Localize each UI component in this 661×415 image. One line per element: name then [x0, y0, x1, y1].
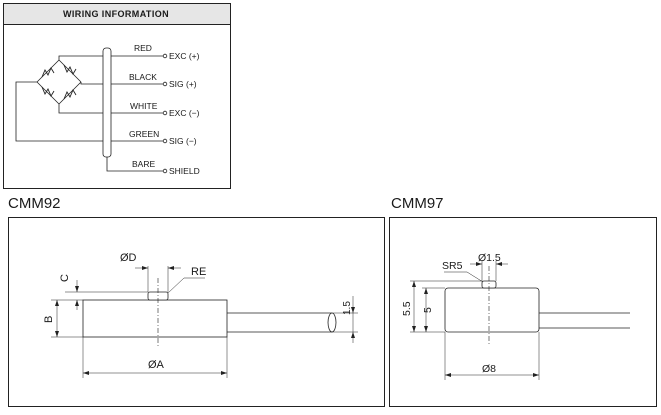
wiring-information-panel: WIRING INFORMATION [3, 3, 231, 189]
diameter-a-label: ØA [148, 359, 165, 371]
terminal-green [162, 138, 168, 144]
cmm92-title: CMM92 [8, 195, 61, 212]
wire-color-label: WHITE [130, 101, 158, 111]
button-diameter-label: Ø1.5 [478, 252, 501, 264]
wire-signal-label: EXC (−) [169, 108, 200, 118]
terminal-bare [162, 168, 168, 174]
total-height-label: 5.5 [401, 301, 413, 316]
cmm97-drawing-panel: Ø1.5 SR5 5.5 5 Ø8 [389, 217, 657, 407]
cmm97-drawing: Ø1.5 SR5 5.5 5 Ø8 [401, 252, 630, 380]
cmm92-drawing-panel: ØD RE C B ØA 1.5 [8, 217, 385, 407]
wiring-diagram: RED BLACK WHITE GREEN BARE EXC (+) SIG (… [15, 43, 200, 176]
cmm92-drawing: ØD RE C B ØA 1.5 [43, 252, 358, 378]
height-c-label: C [59, 274, 71, 282]
diameter-d-label: ØD [120, 252, 137, 264]
height-b-label: B [43, 316, 55, 323]
wire-signal-label: SIG (+) [169, 79, 197, 89]
wire-color-label: BLACK [129, 72, 157, 82]
cmm97-title: CMM97 [391, 195, 444, 212]
wire-color-label: GREEN [129, 129, 159, 139]
terminal-black [162, 81, 168, 87]
wire-signal-label: SIG (−) [169, 136, 197, 146]
terminal-red [162, 53, 168, 59]
wiring-header: WIRING INFORMATION [4, 4, 230, 25]
wire-signal-label: EXC (+) [169, 51, 200, 61]
sphere-radius-label: SR5 [442, 260, 463, 272]
body-height-label: 5 [422, 307, 434, 313]
wire-color-label: RED [134, 43, 152, 53]
cable-diameter-label: 1.5 [342, 301, 353, 315]
diameter-label: Ø8 [482, 363, 496, 375]
wire-signal-label: SHIELD [169, 166, 200, 176]
terminal-white [162, 110, 168, 116]
wire-color-label: BARE [132, 159, 155, 169]
radius-label: RE [191, 266, 206, 278]
